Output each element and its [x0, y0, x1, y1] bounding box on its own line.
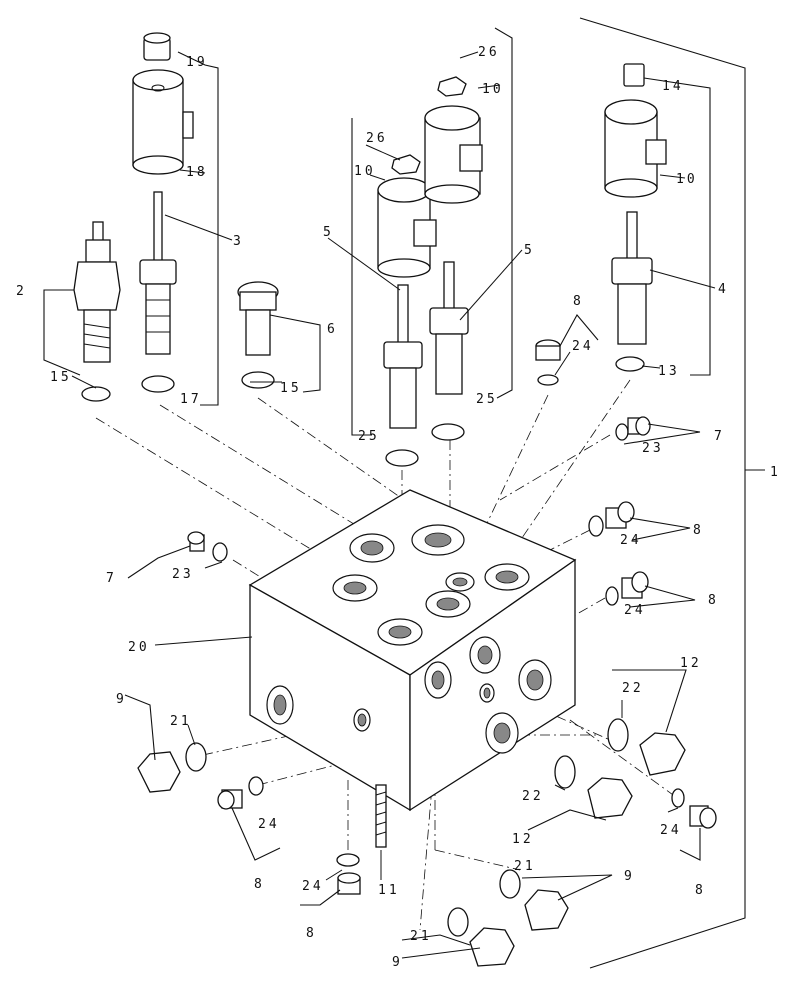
leader-lines [43, 27, 716, 959]
callout-21-left: 21 [170, 714, 192, 729]
valve-cartridge-5-b [429, 261, 469, 395]
plug-8-left [217, 776, 264, 810]
solenoid-coil-10-a [377, 177, 437, 278]
callout-12-bottom: 12 [512, 832, 534, 847]
valve-cartridge-5-a [383, 284, 423, 429]
callout-25-right: 25 [476, 392, 498, 407]
callout-10-right: 10 [676, 172, 698, 187]
valve-block [248, 489, 577, 812]
solenoid-coil-10-b [424, 105, 483, 204]
callout-12-right: 12 [680, 656, 702, 671]
callout-8-right-a: 8 [693, 523, 704, 538]
callout-labels: 19 18 3 2 15 17 6 15 5 5 26 10 25 26 10 … [16, 45, 781, 970]
plug-12-bottom [554, 755, 633, 819]
callout-18: 18 [186, 165, 208, 180]
callout-25-left: 25 [358, 429, 380, 444]
plug-9-left [137, 742, 207, 793]
callout-10-left: 10 [354, 164, 376, 179]
callout-9-bottom-b: 9 [392, 955, 403, 970]
callout-14: 14 [662, 79, 684, 94]
callout-7-right: 7 [714, 429, 725, 444]
callout-20: 20 [128, 640, 150, 655]
callout-8-right-b: 8 [708, 593, 719, 608]
callout-6: 6 [327, 322, 338, 337]
callout-26-right: 26 [478, 45, 500, 60]
callout-4: 4 [718, 282, 729, 297]
callout-15-right: 15 [280, 381, 302, 396]
callout-8-top: 8 [573, 294, 584, 309]
plug-9-bottom-a [499, 869, 569, 931]
callout-21-bottom-a: 21 [514, 859, 536, 874]
callout-8-bottom: 8 [306, 926, 317, 941]
callout-17: 17 [180, 392, 202, 407]
callout-2: 2 [16, 284, 27, 299]
callout-8-left: 8 [254, 877, 265, 892]
callout-19: 19 [186, 55, 208, 70]
callout-8-bottom-right: 8 [695, 883, 706, 898]
plug-7-left [187, 531, 228, 562]
callout-24-left: 24 [258, 817, 280, 832]
plug-8-right-b [605, 571, 649, 606]
nut-19 [143, 32, 171, 61]
callout-22-right: 22 [622, 681, 644, 696]
callout-11: 11 [378, 883, 400, 898]
plug-8-right-a [588, 501, 635, 537]
o-rings-top [81, 356, 645, 467]
plug-8-top [535, 339, 561, 361]
callout-24-right-a: 24 [620, 533, 642, 548]
plug-8-bottom [336, 853, 361, 895]
callout-3: 3 [233, 234, 244, 249]
plug-12-right [607, 718, 686, 776]
callout-26-left: 26 [366, 131, 388, 146]
callout-21-bottom-b: 21 [410, 929, 432, 944]
bracket-1 [579, 17, 746, 969]
valve-cartridge-3 [139, 191, 177, 355]
valve-cartridge-4 [611, 211, 653, 345]
plug-7-right [615, 416, 651, 441]
solenoid-coil-18 [132, 69, 194, 175]
callout-23-left: 23 [172, 567, 194, 582]
plug-9-bottom-b [447, 907, 515, 967]
callout-7-left: 7 [106, 571, 117, 586]
nut-26-right [437, 76, 467, 97]
callout-22-bottom: 22 [522, 789, 544, 804]
relief-valve-2 [73, 221, 121, 363]
callout-13: 13 [658, 364, 680, 379]
plug-6 [237, 281, 279, 356]
solenoid-coil-10-c [604, 99, 667, 198]
callout-24-right-b: 24 [624, 603, 646, 618]
callout-24-top: 24 [572, 339, 594, 354]
nut-14 [623, 63, 645, 87]
callout-5-left: 5 [323, 225, 334, 240]
callout-10-middle: 10 [482, 82, 504, 97]
callout-1: 1 [770, 465, 781, 480]
stud-bolt [375, 784, 387, 848]
callout-9-bottom-a: 9 [624, 869, 635, 884]
callout-5-right: 5 [524, 243, 535, 258]
callout-9-left: 9 [116, 692, 127, 707]
callout-24-bottom-right: 24 [660, 823, 682, 838]
plug-8-bottom-right [671, 788, 717, 829]
callout-24-bottom: 24 [302, 879, 324, 894]
callout-23-right: 23 [642, 441, 664, 456]
callout-15-left: 15 [50, 370, 72, 385]
